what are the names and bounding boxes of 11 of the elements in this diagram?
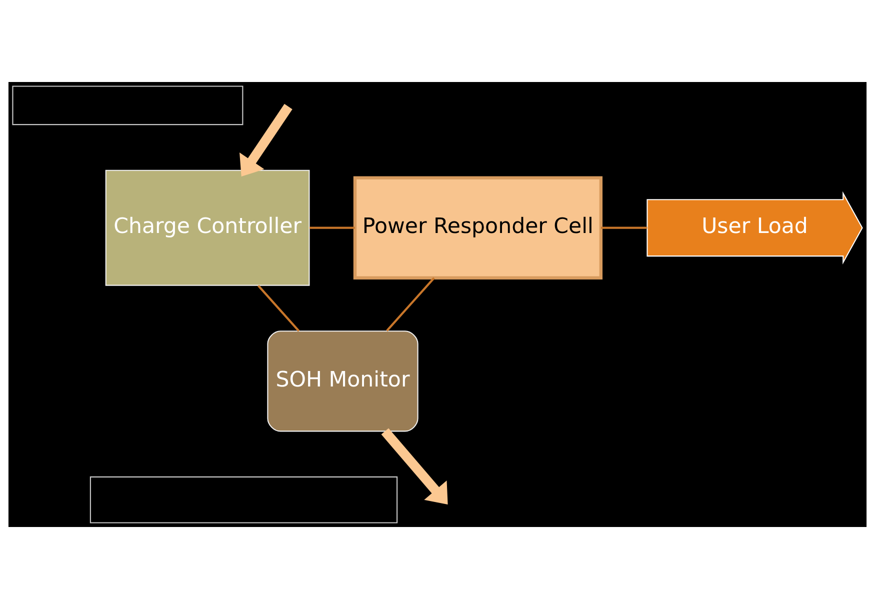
node-box: Power Responder Cell [353,176,603,279]
arrow [381,428,448,504]
node-box [12,85,244,125]
node-box: SOH Monitor [267,330,418,432]
connector [386,276,435,331]
arrow [240,103,292,176]
connector [600,226,648,228]
node-box [90,476,398,523]
connector [309,226,355,228]
node-box: Charge Controller [105,169,310,286]
connector [257,284,300,332]
